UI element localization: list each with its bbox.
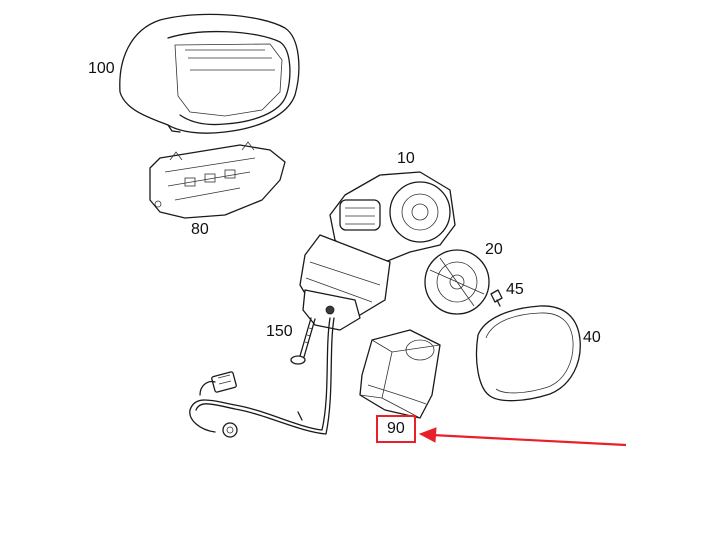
part-100-mirror-cover[interactable] bbox=[119, 13, 300, 134]
part-150-bolt[interactable] bbox=[290, 317, 316, 365]
callout-80: 80 bbox=[191, 221, 209, 238]
callout-45: 45 bbox=[506, 281, 524, 298]
part-20-actuator-plate[interactable] bbox=[424, 249, 490, 315]
highlight-box bbox=[376, 415, 416, 443]
highlight-marker bbox=[376, 415, 627, 447]
highlight-arrow-head bbox=[418, 427, 437, 443]
callout-90: 90 bbox=[387, 420, 405, 437]
part-40-mirror-glass[interactable] bbox=[475, 305, 581, 402]
callout-20: 20 bbox=[485, 241, 503, 258]
part-10-motor-assembly[interactable] bbox=[299, 171, 456, 331]
highlight-arrow-shaft bbox=[431, 433, 627, 447]
part-45-screw[interactable] bbox=[490, 289, 503, 307]
part-80-base-trim[interactable] bbox=[149, 141, 286, 219]
callout-40: 40 bbox=[583, 329, 601, 346]
wiring-harness[interactable] bbox=[189, 317, 335, 438]
callout-150: 150 bbox=[266, 323, 293, 340]
callout-10: 10 bbox=[397, 150, 415, 167]
part-90-housing[interactable] bbox=[359, 329, 441, 419]
callout-100: 100 bbox=[88, 60, 115, 77]
